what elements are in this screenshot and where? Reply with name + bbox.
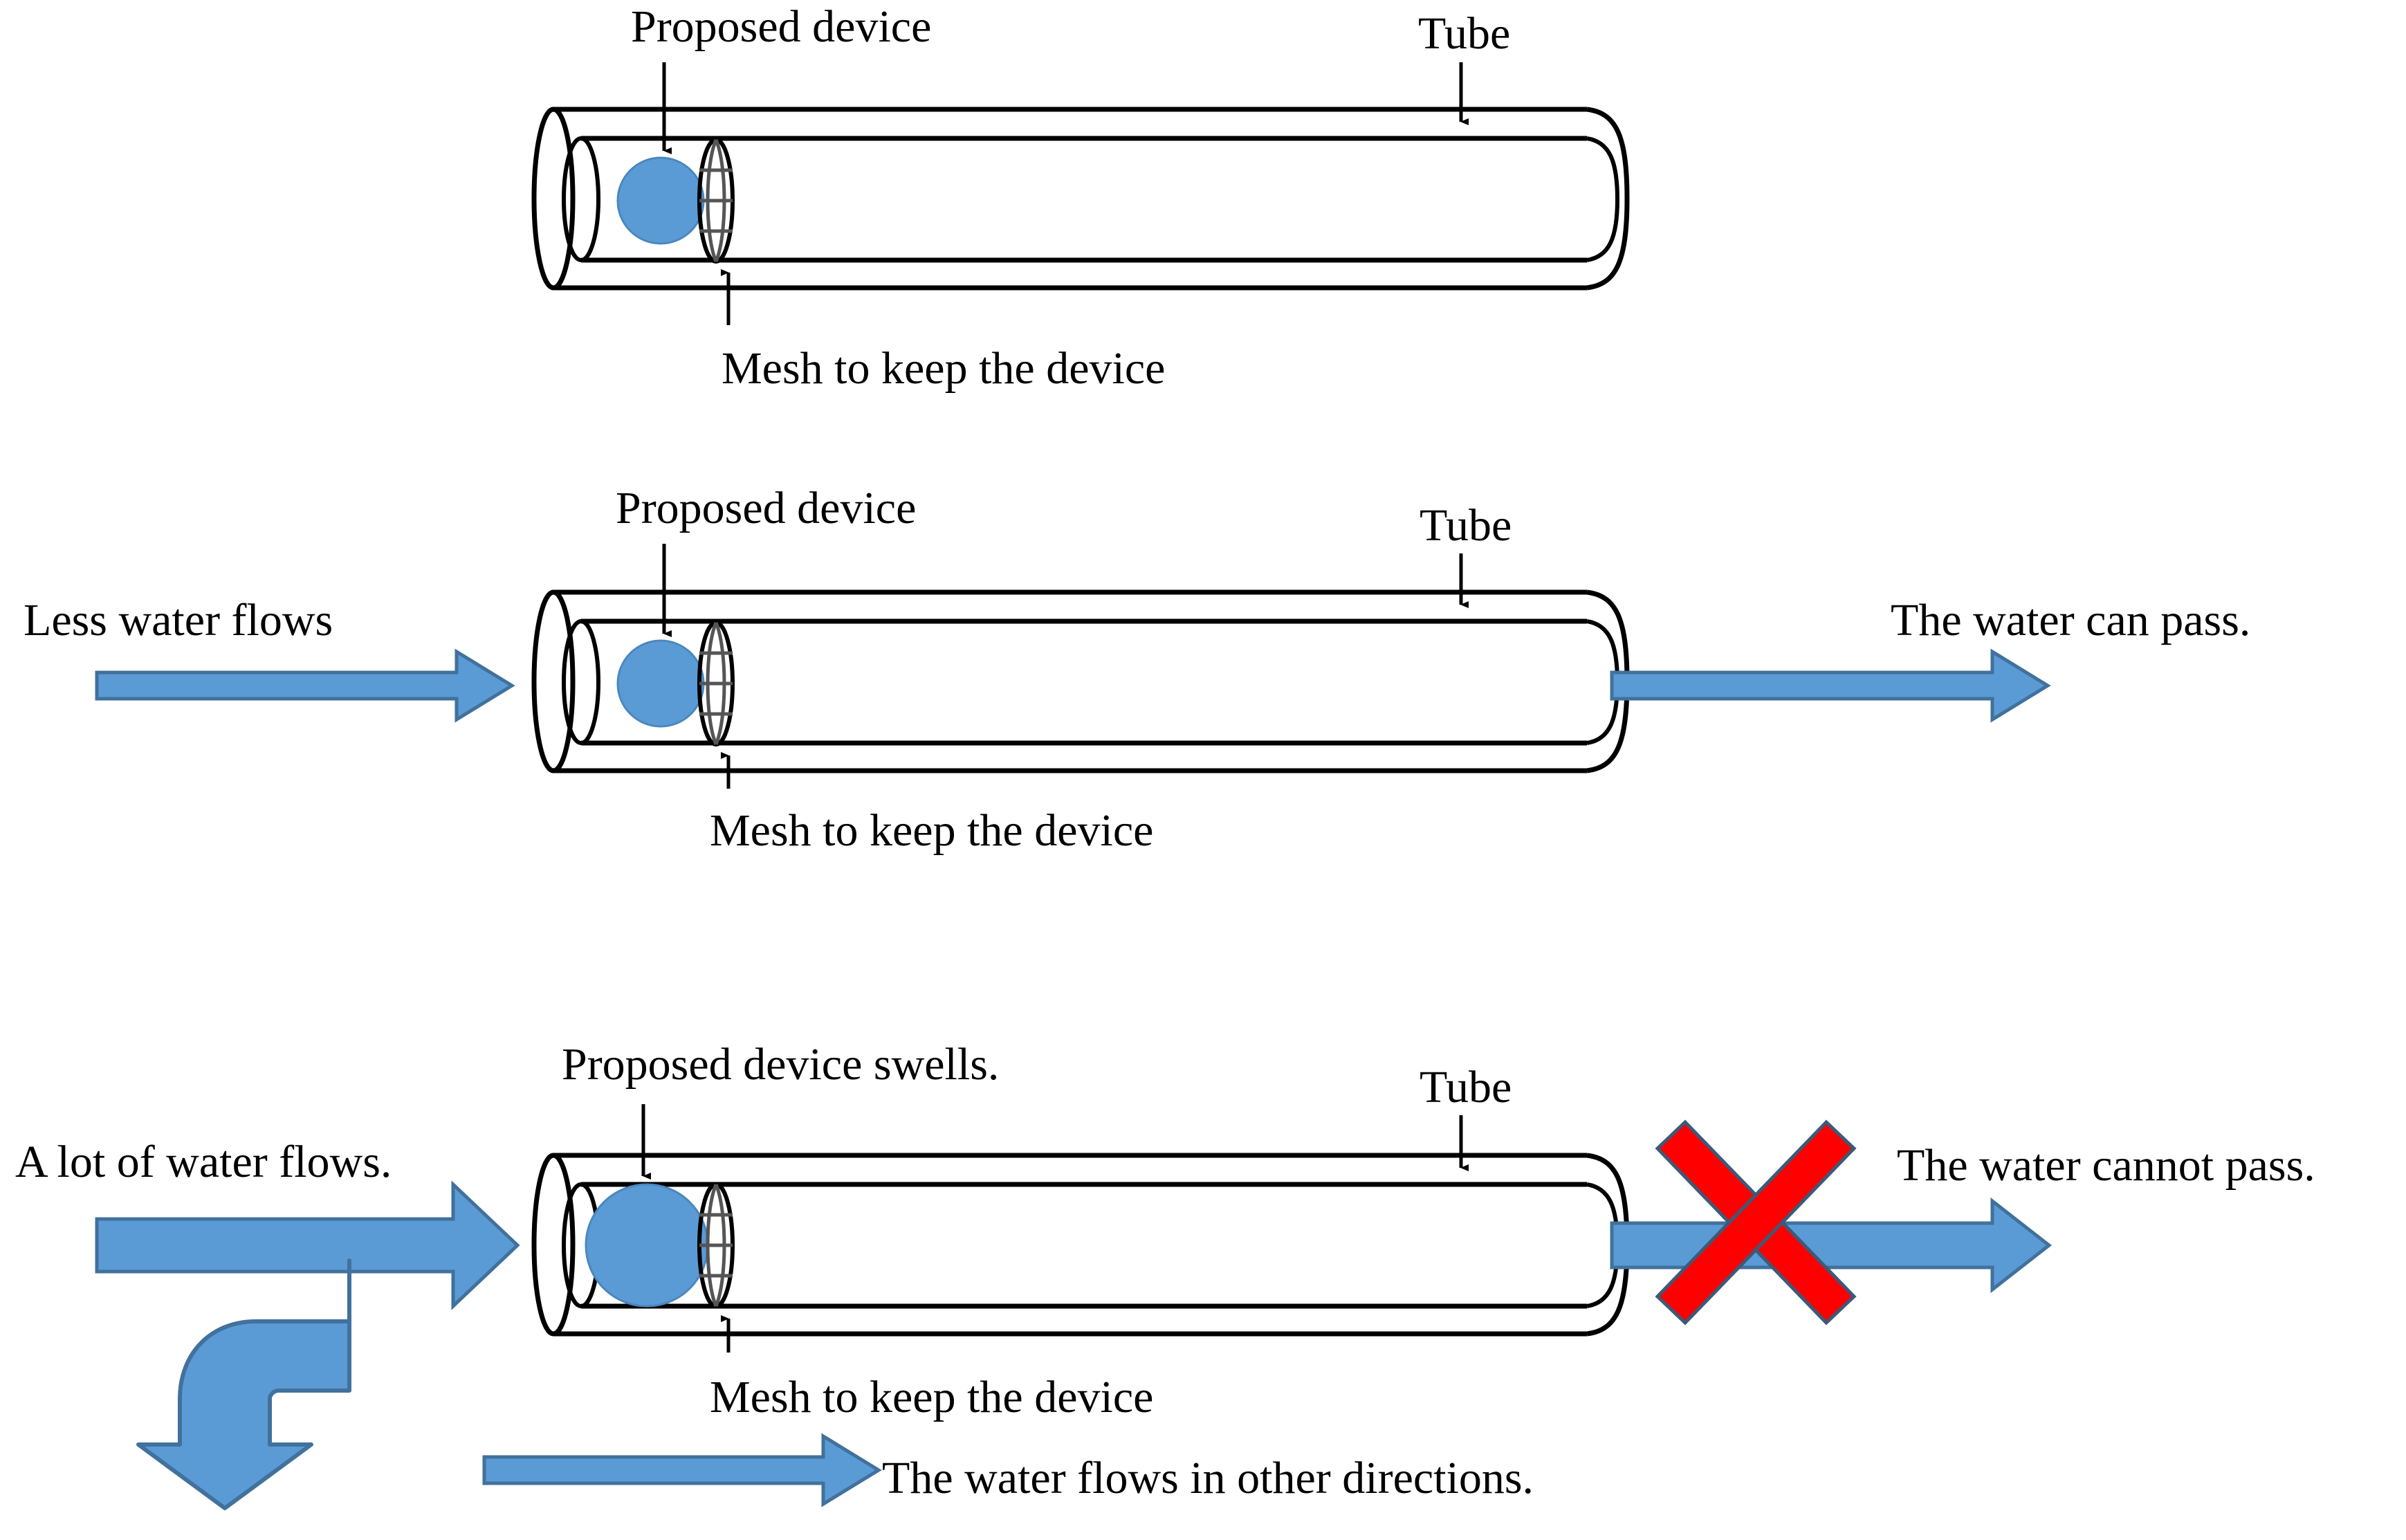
panel3-device-label: Proposed device swells. xyxy=(562,1039,1000,1090)
panel2-inflow-arrow xyxy=(95,648,515,723)
panel2-tube xyxy=(531,589,1630,773)
panel2-device-sphere xyxy=(616,639,705,728)
panel3-device-sphere-swollen xyxy=(585,1183,709,1308)
panel3-right-result-text: The water cannot pass. xyxy=(1897,1140,2315,1191)
panel2-left-flow-text: Less water flows xyxy=(24,595,333,645)
bypass-flow-arrow xyxy=(482,1433,882,1507)
panel1-mesh-label: Mesh to keep the device xyxy=(722,343,1166,394)
panel3-tube xyxy=(531,1153,1630,1337)
panel3-inflow-arrow xyxy=(95,1180,520,1310)
panel1-mesh-screen xyxy=(697,138,735,264)
panel2-tube-label: Tube xyxy=(1420,500,1512,551)
panel3-mesh-label: Mesh to keep the device xyxy=(710,1372,1154,1422)
panel1-tube-label: Tube xyxy=(1418,8,1511,59)
panel1-device-sphere xyxy=(616,156,705,245)
panel2-mesh-screen xyxy=(697,621,735,746)
panel2-right-result-text: The water can pass. xyxy=(1891,595,2251,645)
panel3-tube-label: Tube xyxy=(1420,1062,1512,1112)
panel1-tube xyxy=(531,107,1630,291)
bypass-uturn-arrow xyxy=(136,1258,351,1510)
panel3-left-flow-text: A lot of water flows. xyxy=(15,1137,392,1187)
red-cross-icon xyxy=(1655,1119,1857,1326)
panel3-bypass-text: The water flows in other directions. xyxy=(882,1453,1534,1503)
panel3-mesh-screen xyxy=(697,1182,735,1308)
panel2-mesh-label: Mesh to keep the device xyxy=(710,805,1154,856)
panel2-outflow-arrow xyxy=(1610,648,2051,723)
panel2-device-label: Proposed device xyxy=(616,483,917,533)
panel1-device-label: Proposed device xyxy=(631,1,932,52)
